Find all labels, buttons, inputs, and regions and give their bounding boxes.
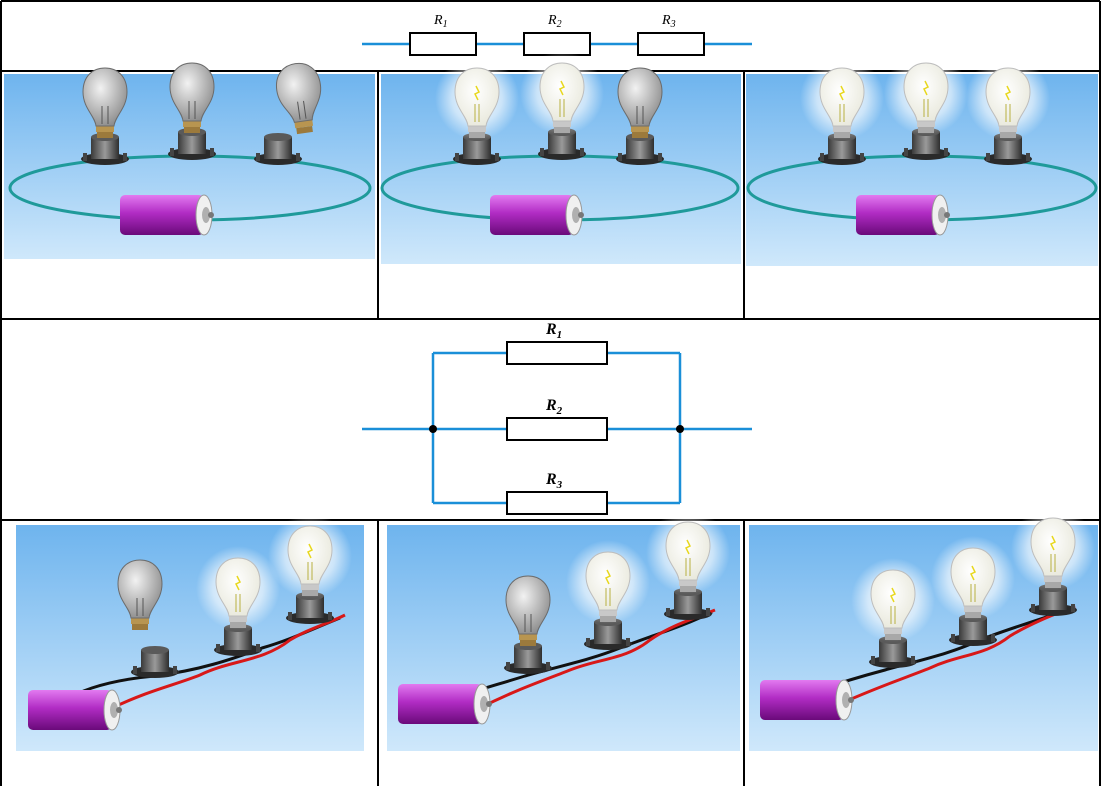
parallel-panel-2 <box>387 509 740 751</box>
junction-node <box>676 425 684 433</box>
bulb-lit-icon <box>645 509 731 595</box>
bulb-lit-icon <box>883 50 969 136</box>
svg-text:R3: R3 <box>545 471 563 491</box>
svg-text:R2: R2 <box>545 397 563 417</box>
series-circuit-schematic: R1 R2 R3 <box>362 13 752 56</box>
parallel-panel-1 <box>16 513 364 751</box>
parallel-r1-sub: 1 <box>557 329 563 341</box>
bulb-lit-icon <box>799 55 885 141</box>
series-panel-3 <box>746 50 1098 266</box>
series-r3-sub: 3 <box>670 19 676 30</box>
svg-text:R1: R1 <box>433 13 448 30</box>
red-wire <box>111 613 346 710</box>
bulb-lit-icon <box>850 557 936 643</box>
bulb-lit-icon <box>565 539 651 625</box>
bulb-lit-icon <box>1010 505 1096 591</box>
parallel-r2-letter: R <box>545 397 557 414</box>
resistor-r3 <box>506 491 608 515</box>
resistor-r1 <box>409 32 477 56</box>
bulb-lit-icon <box>930 535 1016 621</box>
bulb-lit-icon <box>519 50 605 136</box>
battery-icon <box>759 679 855 721</box>
resistor-r1 <box>506 341 608 365</box>
battery-icon <box>489 194 585 236</box>
svg-text:R1: R1 <box>545 321 562 341</box>
parallel-circuit-schematic: R1 R2 R3 <box>362 321 752 515</box>
series-r2-letter: R <box>547 13 557 28</box>
parallel-r3-sub: 3 <box>556 479 563 491</box>
resistor-r3 <box>637 32 705 56</box>
red-wire <box>839 604 1076 706</box>
battery-icon <box>119 194 215 236</box>
svg-text:R3: R3 <box>661 13 676 30</box>
battery-icon <box>397 683 493 725</box>
parallel-r2-sub: 2 <box>556 405 563 417</box>
battery-icon <box>27 689 123 731</box>
parallel-r3-letter: R <box>545 471 557 488</box>
battery-icon <box>855 194 951 236</box>
bulb-lit-icon <box>267 513 353 599</box>
svg-text:R2: R2 <box>547 13 562 30</box>
red-wire <box>479 608 716 710</box>
series-panel-2 <box>380 50 741 264</box>
series-r1-sub: 1 <box>443 19 448 30</box>
junction-node <box>429 425 437 433</box>
parallel-panel-3 <box>749 505 1098 751</box>
series-panel-1 <box>4 60 375 259</box>
series-r3-letter: R <box>661 13 671 28</box>
resistor-r2 <box>506 417 608 441</box>
bulb-lit-icon <box>965 55 1051 141</box>
parallel-r1-letter: R <box>545 321 557 338</box>
bulb-lit-icon <box>434 55 520 141</box>
series-r1-letter: R <box>433 13 443 28</box>
bulb-lit-icon <box>195 545 281 631</box>
series-r2-sub: 2 <box>557 19 562 30</box>
